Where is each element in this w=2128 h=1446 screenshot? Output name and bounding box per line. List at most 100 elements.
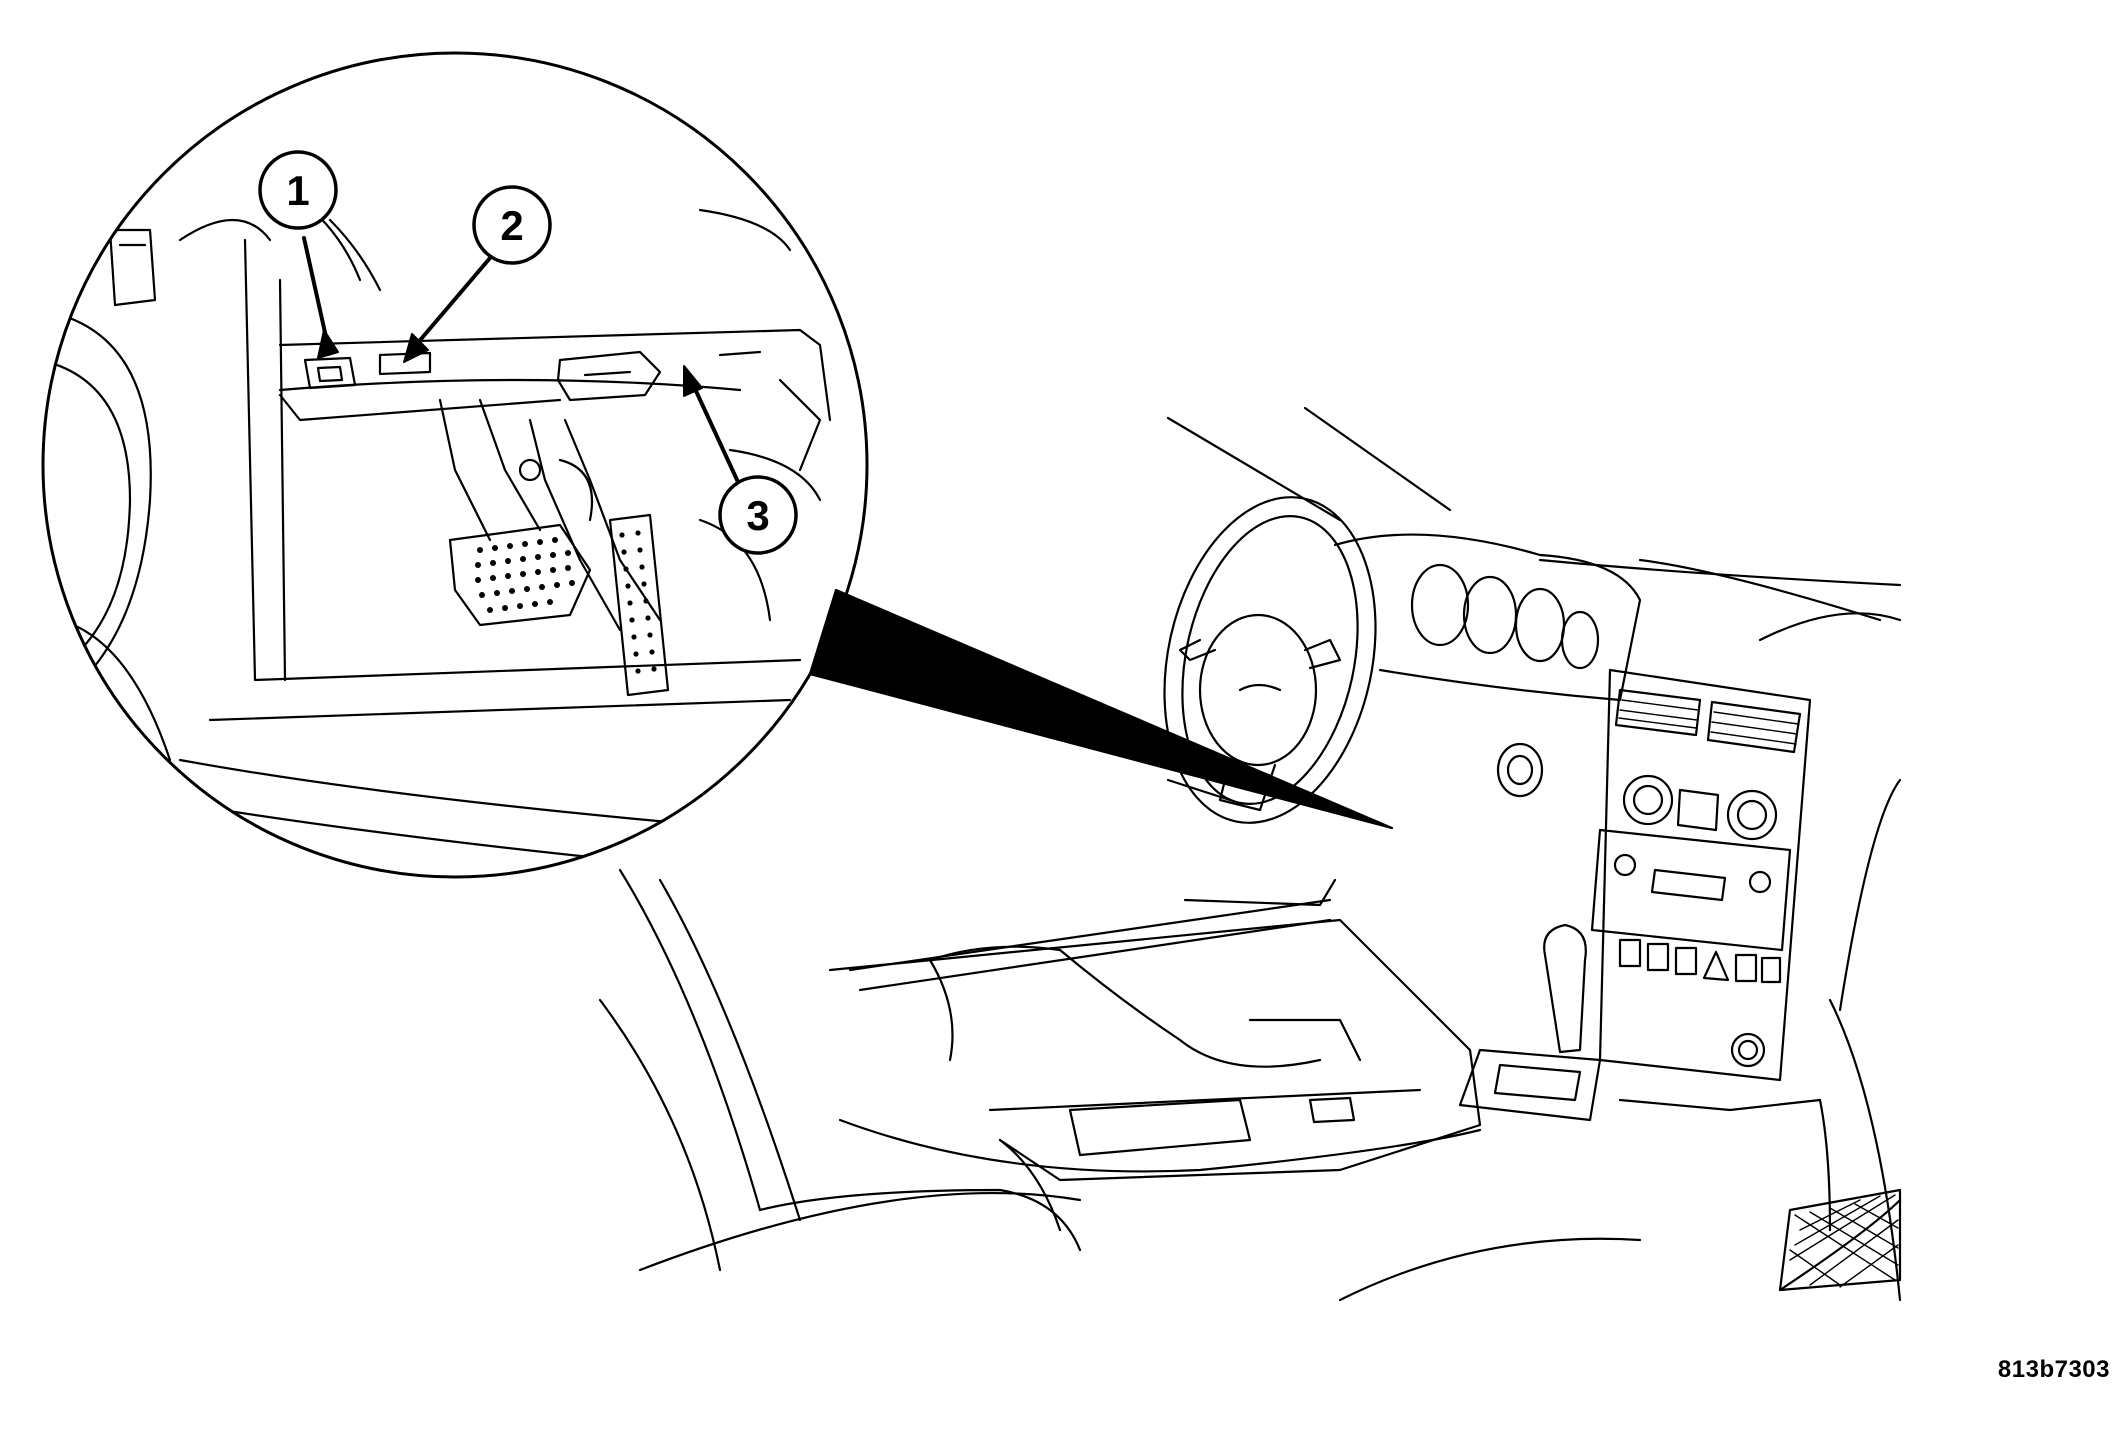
seat-bolster-inner [658,878,802,1222]
ignition-switch-core [1506,754,1534,786]
dash-under-edge [698,208,792,252]
switch-5 [1734,953,1758,983]
callout-3: 3 [718,475,798,555]
bracket-3-detail [583,370,632,377]
callout-1: 1 [258,150,338,230]
console-tray [1068,1098,1252,1157]
instrument-cluster [1333,533,1642,798]
door-sill-line-1 [848,898,1332,972]
column-cover-arc [328,218,382,292]
brand-emblem [1238,683,1282,692]
console-button [1308,1096,1356,1124]
center-stack [1590,668,1812,1082]
bracket-3 [556,350,662,402]
callout-3-circle [718,475,798,555]
floor-line-1 [253,658,802,682]
leader-3-arrowhead [683,365,703,397]
magnifier-pointer [808,588,1394,830]
right-trim [778,378,822,472]
hood-release-handle [108,228,157,307]
switch-bank [1618,938,1782,984]
console-base [838,1118,1482,1173]
vent-right [1706,700,1802,754]
figure-code: 813b7303 [1997,1356,2110,1383]
steering-wheel-rim-outer [1163,496,1377,824]
switch-3 [1674,946,1698,976]
accelerator-pedal-pad [608,513,670,697]
accelerator-pedal [608,513,670,697]
switch-1 [1618,938,1642,968]
steering-wheel-hub [1198,613,1318,767]
console-side [998,1138,1062,1232]
hvac-center-button [1676,788,1720,832]
sill-plate [178,758,762,832]
driver-seat [598,868,1642,1302]
knee-bolster-panel [278,328,832,422]
tunnel-upper [728,448,822,502]
seat-back-line [598,998,722,1272]
detail-view [43,198,832,872]
brake-pedal-pad [448,523,592,627]
seat-cushion-right [1338,1237,1642,1302]
tunnel-edge [698,518,772,622]
seat-cushion-front [638,1191,1082,1272]
callout-1-circle [258,150,338,230]
hazard-switch [1702,950,1730,982]
leader-1-arrowhead [317,329,339,359]
door-speaker-arc [43,308,152,702]
callout-2-circle [472,185,552,265]
steering-wheel [1163,496,1377,824]
hvac-knob-left-center [1632,784,1664,816]
shift-knob [1543,923,1587,1054]
hvac-knob-right [1726,789,1778,841]
fastener-1-head [316,365,344,383]
seat-bolster-outer [618,868,762,1212]
wheel-spoke-right [1303,638,1342,670]
callout-leaders [302,236,740,484]
console-armrest-edge [988,1088,1422,1112]
brake-pedal [448,523,592,627]
passenger-side [1778,778,1902,1302]
dash-top-line-2 [1638,558,1882,622]
radio-knob-left [1613,853,1637,877]
switch-6 [1760,956,1782,984]
dash-top-line-3 [1758,612,1902,642]
shift-pattern [1493,1063,1582,1102]
seat-cushion-top [758,1188,1082,1252]
gauge-3 [1514,587,1566,663]
center-stack-bezel [1598,668,1812,1082]
wheel-spoke-left [1178,638,1217,662]
pedal-bracket [558,458,594,522]
a-pillar-line-left [1166,416,1342,522]
center-console [828,918,1482,1232]
gear-shifter [1458,923,1602,1122]
brake-pedal-arm-right [478,398,542,532]
radio-bezel [1590,828,1792,952]
power-outlet [1730,1032,1766,1068]
radio-knob-right [1748,870,1772,894]
hvac-knob-right-center [1736,799,1768,831]
floor-grille [1778,1188,1902,1292]
panel-fastener-right [718,350,762,357]
seat-bolster-right [928,945,1322,1068]
callout-2: 2 [472,185,552,265]
gauge-4 [1560,610,1600,670]
passenger-footwell-edge [1818,1098,1832,1232]
magnifier-circle [41,51,869,879]
steering-wheel-rim-inner [1181,515,1359,805]
kick-panel-edge-2 [278,278,287,682]
leader-1 [302,236,330,348]
floor-line-2 [208,698,792,722]
vent-left [1614,688,1702,737]
leader-2 [408,256,492,354]
upper-trim [178,219,272,242]
radio-display [1650,868,1727,902]
vent-slats [1618,699,1799,745]
glovebox-edge [1838,778,1902,1012]
door-speaker-arc-inner [43,358,132,662]
brake-pedal-texture [475,537,575,613]
power-outlet-center [1737,1039,1759,1061]
console-body [828,918,1482,1182]
switch-2 [1646,942,1670,972]
